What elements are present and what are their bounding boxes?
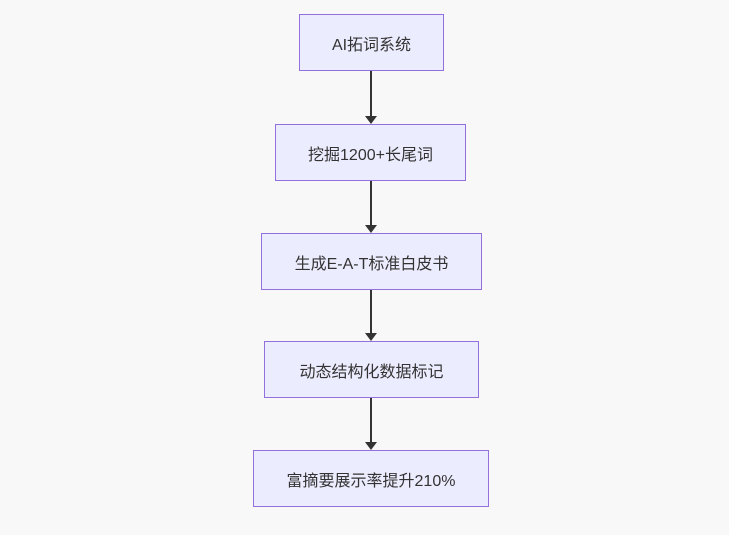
edge-line xyxy=(370,71,372,118)
arrowhead-down-icon xyxy=(365,333,377,341)
flow-node-ai-word-expansion: AI拓词系统 xyxy=(299,14,444,71)
arrowhead-down-icon xyxy=(365,116,377,124)
arrowhead-down-icon xyxy=(365,225,377,233)
flow-node-structured-data-markup: 动态结构化数据标记 xyxy=(264,341,479,398)
arrowhead-down-icon xyxy=(365,442,377,450)
flow-node-longtail-mining: 挖掘1200+长尾词 xyxy=(275,124,466,181)
edge-line xyxy=(370,398,372,444)
edge-arrow-2 xyxy=(365,181,377,233)
edge-line xyxy=(370,290,372,335)
edge-line xyxy=(370,181,372,227)
flow-node-rich-snippet-result: 富摘要展示率提升210% xyxy=(253,450,489,507)
edge-arrow-1 xyxy=(365,71,377,124)
flow-node-eat-whitepaper: 生成E-A-T标准白皮书 xyxy=(261,233,482,290)
edge-arrow-3 xyxy=(365,290,377,341)
edge-arrow-4 xyxy=(365,398,377,450)
